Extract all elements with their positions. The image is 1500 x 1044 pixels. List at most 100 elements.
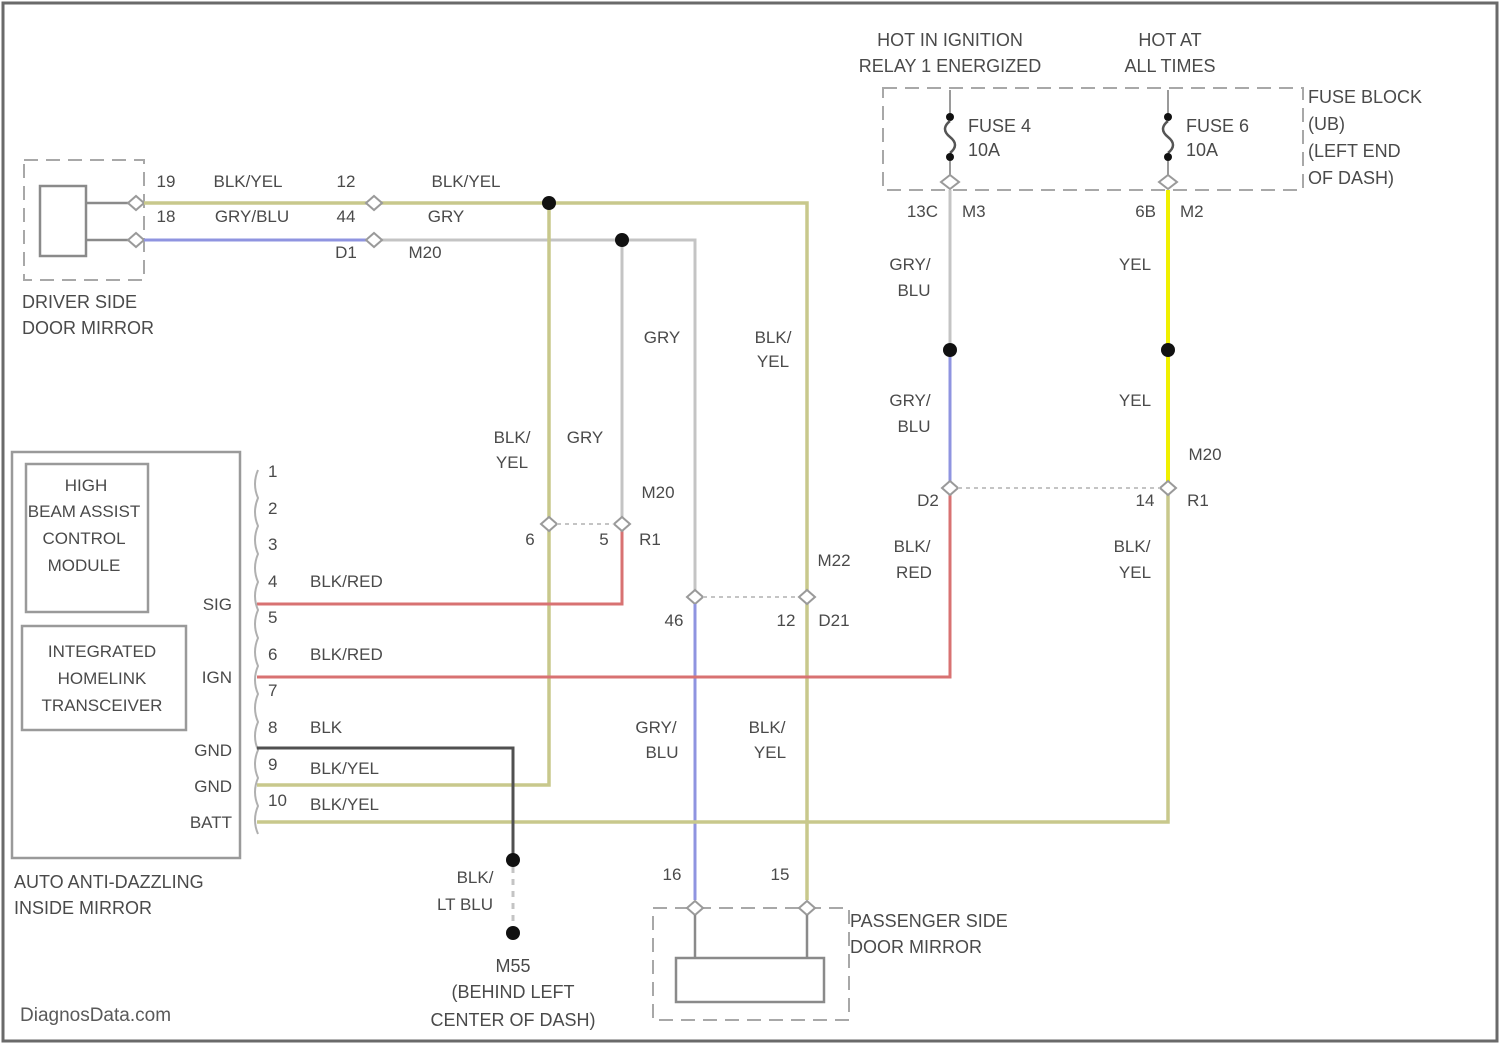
wire-label-yel-a: YEL bbox=[1119, 255, 1151, 274]
wire-ground-blk bbox=[257, 748, 513, 860]
wire-label-pin4: BLK/RED bbox=[310, 572, 383, 591]
homelink-label-3: TRANSCEIVER bbox=[42, 696, 163, 715]
connector-label-m22: M22 bbox=[817, 551, 850, 570]
pin-fn-gnd-2: GND bbox=[194, 777, 232, 796]
inside-mirror-label-1: AUTO ANTI-DAZZLING bbox=[14, 872, 204, 892]
fuse4-connector-id: M3 bbox=[962, 202, 986, 221]
pin-fn-ign: IGN bbox=[202, 668, 232, 687]
inside-pin-4: 4 bbox=[268, 572, 277, 591]
fuse6-connector bbox=[1159, 175, 1177, 189]
pin-label-6: 6 bbox=[525, 530, 534, 549]
splice-blkyel bbox=[542, 196, 556, 210]
high-beam-label-1: HIGH bbox=[65, 476, 108, 495]
fuse4-rating: 10A bbox=[968, 140, 1000, 160]
fuse-block-label-4: OF DASH) bbox=[1308, 168, 1394, 188]
driver-connector-m20: M20 bbox=[408, 243, 441, 262]
high-beam-label-4: MODULE bbox=[48, 556, 121, 575]
wire-label-gryblu-c2: BLU bbox=[645, 743, 678, 762]
wire-label-gryblu-b2: BLU bbox=[897, 417, 930, 436]
fuse4-terminal-bottom bbox=[946, 153, 954, 161]
driver-mirror-motor bbox=[40, 186, 86, 256]
splice-gry bbox=[615, 233, 629, 247]
fuse-block-label-3: (LEFT END bbox=[1308, 141, 1401, 161]
fuse-block-label-1: FUSE BLOCK bbox=[1308, 87, 1422, 107]
wire-label-blkyel-c1: BLK/ bbox=[749, 718, 786, 737]
connector-label-r1-right: R1 bbox=[1187, 491, 1209, 510]
fuse6-pin: 6B bbox=[1135, 202, 1156, 221]
connector-r1-pin5 bbox=[614, 517, 630, 531]
driver-wire-grybl: GRY/BLU bbox=[215, 207, 289, 226]
ground-location-1: (BEHIND LEFT bbox=[451, 982, 574, 1002]
pin-fn-batt: BATT bbox=[190, 813, 232, 832]
connector-label-m20-mid: M20 bbox=[641, 483, 674, 502]
wire-driver-blkyel-run bbox=[144, 203, 807, 900]
fuse4-name: FUSE 4 bbox=[968, 116, 1031, 136]
wire-label-pin6: BLK/RED bbox=[310, 645, 383, 664]
driver-wire-blkyel: BLK/YEL bbox=[214, 172, 283, 191]
fuse4-icon bbox=[945, 121, 955, 153]
pin-label-12: 12 bbox=[777, 611, 796, 630]
wire-label-blkyel-v1: BLK/ bbox=[1114, 537, 1151, 556]
wire-label-gryblu-a1: GRY/ bbox=[889, 255, 931, 274]
ignition-source-label-2: RELAY 1 ENERGIZED bbox=[859, 56, 1041, 76]
fuse6-connector-id: M2 bbox=[1180, 202, 1204, 221]
wire-batt-blkyel bbox=[257, 492, 1168, 822]
high-beam-label-3: CONTROL bbox=[42, 529, 125, 548]
inside-pin-3: 3 bbox=[268, 535, 277, 554]
fuse6-name: FUSE 6 bbox=[1186, 116, 1249, 136]
wire-label-gryblu-c1: GRY/ bbox=[635, 718, 677, 737]
watermark: DiagnosData.com bbox=[20, 1005, 171, 1026]
inside-pin-6: 6 bbox=[268, 645, 277, 664]
wire-label-blkred-v1: BLK/ bbox=[894, 537, 931, 556]
wire-label-pin9: BLK/YEL bbox=[310, 759, 379, 778]
fuse4-terminal-top bbox=[946, 113, 954, 121]
wire-label-gry-1: GRY bbox=[644, 328, 681, 347]
fuse6-terminal-top bbox=[1164, 113, 1172, 121]
ignition-source-label-1: HOT IN IGNITION bbox=[877, 30, 1023, 50]
pin-label-d2: D2 bbox=[917, 491, 939, 510]
wire-label-blkred-v2: RED bbox=[896, 563, 932, 582]
wire-label-blkyel-1b: YEL bbox=[757, 352, 789, 371]
fuse-block-label-2: (UB) bbox=[1308, 114, 1345, 134]
passenger-mirror-motor bbox=[676, 958, 824, 1002]
driver-wire-gry-out: GRY bbox=[428, 207, 465, 226]
high-beam-label-2: BEAM ASSIST bbox=[28, 502, 140, 521]
splice-ground bbox=[506, 853, 520, 867]
driver-wire-blkyel-out: BLK/YEL bbox=[432, 172, 501, 191]
inside-pin-7: 7 bbox=[268, 681, 277, 700]
wire-label-gryblu-b1: GRY/ bbox=[889, 391, 931, 410]
inside-pin-1: 1 bbox=[268, 462, 277, 481]
wire-label-blkltblu-1: BLK/ bbox=[457, 868, 494, 887]
connector-d21-pin12 bbox=[799, 590, 815, 604]
wire-label-blkyel-c2: YEL bbox=[754, 743, 786, 762]
wire-label-blkltblu-2: LT BLU bbox=[437, 895, 493, 914]
inside-pin-9: 9 bbox=[268, 755, 277, 774]
passenger-mirror-label-2: DOOR MIRROR bbox=[850, 937, 982, 957]
connector-label-r1: R1 bbox=[639, 530, 661, 549]
fuse6-icon bbox=[1163, 121, 1173, 153]
inside-mirror-connector bbox=[255, 470, 258, 834]
fuse4-connector bbox=[941, 175, 959, 189]
pin-label-16: 16 bbox=[663, 865, 682, 884]
passenger-mirror-label-1: PASSENGER SIDE bbox=[850, 911, 1008, 931]
fuse6-rating: 10A bbox=[1186, 140, 1218, 160]
connector-r1-pin6 bbox=[541, 517, 557, 531]
connector-d1-m20 bbox=[366, 196, 382, 210]
pin-label-46: 46 bbox=[665, 611, 684, 630]
wire-label-blkyel-2a: BLK/ bbox=[494, 428, 531, 447]
pin-fn-gnd-1: GND bbox=[194, 741, 232, 760]
wire-label-gryblu-a2: BLU bbox=[897, 281, 930, 300]
fuse4-pin: 13C bbox=[907, 202, 938, 221]
wire-label-blkyel-1a: BLK/ bbox=[755, 328, 792, 347]
connector-r1-pin-14 bbox=[1160, 481, 1176, 495]
wire-label-pin10: BLK/YEL bbox=[310, 795, 379, 814]
ground-point-m55 bbox=[506, 926, 520, 940]
wire-blkyel-drop bbox=[257, 203, 549, 785]
driver-mirror-pin-18 bbox=[128, 233, 144, 247]
inside-pin-8: 8 bbox=[268, 718, 277, 737]
driver-mirror-label-1: DRIVER SIDE bbox=[22, 292, 137, 312]
pin-fn-sig: SIG bbox=[203, 595, 232, 614]
inside-pin-2: 2 bbox=[268, 499, 277, 518]
driver-pin-18: 18 bbox=[157, 207, 176, 226]
